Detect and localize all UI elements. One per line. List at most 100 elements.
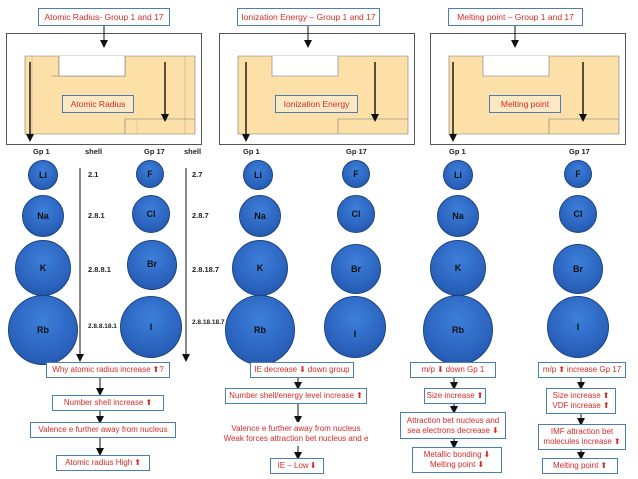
atom-li: Li: [28, 160, 58, 190]
radius-step1-box: Number shell increase ⬆: [52, 395, 164, 411]
mp17-step3-text: Melting point: [552, 461, 599, 470]
up-arrow-icon: ⬆: [602, 391, 610, 400]
ie-step2-line1: Valence e further away from nucleus: [231, 424, 361, 433]
atom-br: Br: [331, 244, 381, 294]
ie-title-b: down group: [307, 365, 350, 374]
shell-f: 2.7: [192, 170, 203, 179]
mp17-step1-line2: VDF increase⬆: [552, 401, 610, 410]
radius-step2-text: Valence e further away from nucleus: [38, 425, 168, 434]
gp1-label: Gp 1: [449, 147, 466, 156]
radius-question-box: Why atomic radius increase ⬆ ?: [46, 362, 170, 378]
atom-f: F: [342, 160, 370, 188]
ie-title-a: IE decrease: [254, 365, 298, 374]
up-arrow-icon: ⬆: [558, 365, 565, 374]
radius-step3-text: Atomic radius High: [65, 458, 133, 467]
mp1-step1-box: Size increase ⬆: [424, 388, 486, 404]
shell-k: 2.8.8.1: [88, 265, 111, 274]
down-arrow-icon: ⬇: [477, 460, 485, 469]
question-mark: ?: [159, 365, 164, 374]
gp1-label: Gp 1: [243, 147, 260, 156]
up-arrow-icon: ⬆: [613, 437, 621, 446]
mp1-title-box: m/p ⬇ down Gp 1: [410, 362, 496, 378]
up-arrow-icon: ⬆: [476, 391, 484, 400]
mp17-step2-box: IMF attraction bet molecules increase⬆: [538, 424, 626, 450]
mp17-title-b: increase Gp 17: [566, 365, 622, 374]
shell-label: shell: [184, 147, 202, 156]
atom-i: I: [324, 296, 386, 358]
mp1-step3-line2: Melting point⬇: [429, 460, 485, 469]
up-arrow-icon: ⬆: [152, 365, 160, 374]
ie-step1-box: Number shell/energy level increase ⬆: [225, 388, 367, 404]
ie-step1-text: Number shell/energy level increase: [229, 391, 355, 400]
atom-cl: Cl: [132, 195, 170, 233]
radius-question-text: Why atomic radius increase: [52, 365, 151, 374]
gp1-label: Gp 1: [33, 147, 50, 156]
atomic-radius-panel: [6, 33, 202, 145]
ie-step3-text: IE – Low: [277, 461, 309, 470]
mp17-step2-line1: IMF attraction bet: [550, 427, 614, 436]
up-arrow-icon: ⬆: [134, 458, 141, 467]
atom-li: Li: [443, 160, 473, 190]
atom-rb: Rb: [225, 295, 295, 365]
atom-k: K: [430, 240, 486, 296]
atom-f: F: [564, 160, 592, 188]
atom-cl: Cl: [337, 195, 375, 233]
mp1-step2-line2: sea electrons decrease⬇: [407, 425, 499, 435]
atom-li: Li: [243, 160, 273, 190]
mp1-title-a: m/p: [421, 365, 435, 374]
atom-i: I: [547, 296, 609, 358]
mp17-step2-line2: molecules increase⬆: [543, 437, 621, 446]
gp17-label: Gp 17: [569, 147, 590, 156]
melting-point-header: Melting point – Group 1 and 17: [448, 8, 583, 26]
ie-step3-box: IE – Low ⬇: [270, 458, 324, 474]
mp1-step2-line1: Attraction bet nucleus and: [406, 415, 500, 425]
mp17-step3-box: Melting point ⬆: [542, 458, 618, 474]
down-arrow-icon: ⬇: [309, 461, 317, 470]
shell-rb: 2.8.8.18.1: [88, 323, 117, 330]
shell-i: 2.8.18.18.7: [192, 319, 225, 326]
mp17-title-box: m/p ⬆ increase Gp 17: [538, 362, 626, 378]
mp17-title-a: m/p: [542, 365, 557, 374]
radius-step2-box: Valence e further away from nucleus: [30, 422, 176, 438]
up-arrow-icon: ⬆: [145, 398, 153, 407]
shell-na: 2.8.1: [88, 211, 105, 220]
atomic-radius-header: Atomic Radius- Group 1 and 17: [38, 8, 170, 26]
atom-rb: Rb: [8, 295, 78, 365]
mp17-step1-box: Size increase⬆ VDF increase⬆: [546, 388, 616, 414]
shell-br: 2.8.18.7: [192, 265, 220, 274]
atom-br: Br: [553, 244, 603, 294]
ionization-energy-header: Ionization Energy – Group 1 and 17: [237, 8, 380, 26]
atom-na: Na: [239, 195, 281, 237]
up-arrow-icon: ⬆: [356, 391, 363, 400]
ie-title-box: IE decrease ⬇ down group: [250, 362, 354, 378]
down-arrow-icon: ⬇: [483, 450, 491, 459]
atom-i: I: [120, 296, 182, 358]
ionization-energy-panel: [219, 33, 415, 145]
atom-na: Na: [22, 195, 64, 237]
shell-label: shell: [85, 147, 103, 156]
melting-point-label: Melting point: [489, 95, 561, 113]
radius-step1-text: Number shell increase: [63, 398, 144, 407]
radius-step3-box: Atomic radius High ⬆: [56, 455, 150, 471]
down-arrow-icon: ⬇: [299, 365, 306, 374]
gp17-label: Gp 17: [346, 147, 367, 156]
atom-cl: Cl: [559, 195, 597, 233]
shell-li: 2.1: [88, 170, 99, 179]
ionization-energy-label: Ionization Energy: [275, 95, 358, 113]
up-arrow-icon: ⬆: [600, 461, 608, 470]
atom-k: K: [232, 240, 288, 296]
up-arrow-icon: ⬆: [602, 401, 610, 410]
shell-cl: 2.8.7: [192, 211, 209, 220]
mp1-step1-text: Size increase: [426, 391, 475, 400]
atom-na: Na: [437, 195, 479, 237]
mp1-title-b: down Gp 1: [445, 365, 485, 374]
ie-step2-box: Valence e further away from nucleus Weak…: [218, 422, 374, 446]
down-arrow-icon: ⬇: [492, 425, 499, 435]
atom-br: Br: [127, 240, 177, 290]
ie-step2-line2: Weak forces attraction bet nucleus and e: [223, 434, 369, 443]
atomic-radius-label: Atomic Radius: [62, 95, 134, 113]
down-arrow-icon: ⬇: [436, 365, 444, 374]
atom-k: K: [15, 240, 71, 296]
